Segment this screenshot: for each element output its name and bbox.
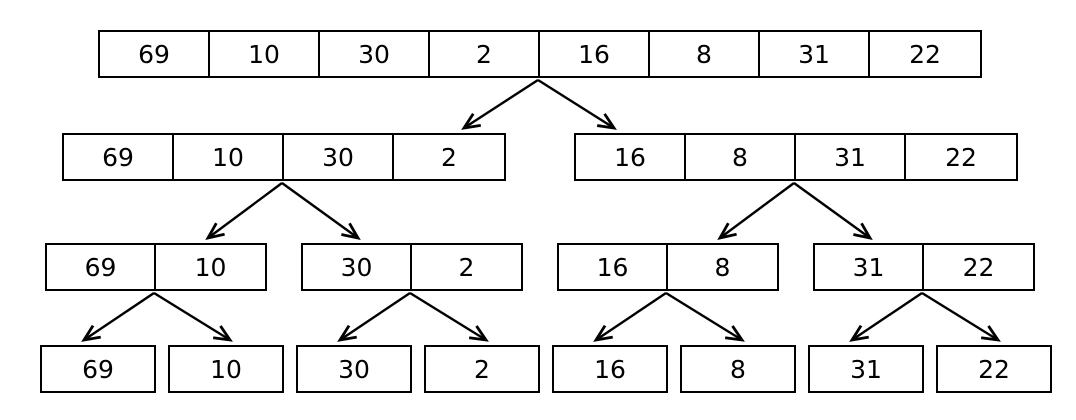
array-group: 8 (680, 345, 796, 393)
split-arrow-pair-3-to-single-7 (921, 291, 1001, 342)
array-cell: 31 (796, 135, 906, 179)
array-cell: 30 (298, 347, 410, 391)
split-arrow-pair-0-to-single-1 (153, 291, 233, 342)
split-arrow-right-half-to-pair-2 (717, 182, 795, 241)
split-arrow-left-half-to-pair-0 (205, 182, 283, 241)
array-group: 10 (168, 345, 284, 393)
array-cell: 22 (870, 32, 980, 76)
array-cell: 22 (938, 347, 1050, 391)
split-arrow-level0-to-left-half (461, 78, 539, 130)
split-arrow-pair-0-to-single-0 (81, 292, 155, 342)
array-cell: 69 (100, 32, 210, 76)
array-group: 69 (40, 345, 156, 393)
array-group: 16 (552, 345, 668, 393)
array-cell: 10 (174, 135, 284, 179)
split-arrow-level0-to-right-half (537, 78, 617, 130)
array-cell: 8 (650, 32, 760, 76)
array-cell: 16 (540, 32, 650, 76)
array-cell: 30 (303, 245, 412, 289)
array-cell: 22 (906, 135, 1016, 179)
array-cell: 31 (760, 32, 870, 76)
array-cell: 16 (576, 135, 686, 179)
split-arrow-pair-2-to-single-4 (593, 292, 667, 342)
split-arrow-left-half-to-pair-1 (281, 182, 361, 241)
array-group: 2 (424, 345, 540, 393)
array-cell: 2 (394, 135, 504, 179)
array-cell: 8 (682, 347, 794, 391)
split-arrow-pair-1-to-single-2 (337, 292, 411, 342)
array-cell: 2 (430, 32, 540, 76)
array-cell: 8 (686, 135, 796, 179)
array-cell: 22 (924, 245, 1033, 289)
split-arrow-pair-2-to-single-5 (665, 291, 745, 342)
array-cell: 30 (320, 32, 430, 76)
array-cell: 69 (47, 245, 156, 289)
array-cell: 30 (284, 135, 394, 179)
array-group: 22 (936, 345, 1052, 393)
array-group: 31 (808, 345, 924, 393)
array-cell: 10 (170, 347, 282, 391)
split-arrow-right-half-to-pair-3 (793, 182, 873, 241)
array-cell: 31 (815, 245, 924, 289)
array-cell: 69 (64, 135, 174, 179)
array-cell: 69 (42, 347, 154, 391)
split-arrow-pair-3-to-single-6 (849, 292, 923, 342)
array-cell: 16 (559, 245, 668, 289)
array-cell: 2 (426, 347, 538, 391)
array-group: 30 (296, 345, 412, 393)
array-cell: 2 (412, 245, 521, 289)
array-cell: 10 (210, 32, 320, 76)
split-arrow-pair-1-to-single-3 (409, 291, 489, 342)
array-cell: 16 (554, 347, 666, 391)
array-cell: 10 (156, 245, 265, 289)
array-cell: 31 (810, 347, 922, 391)
array-cell: 8 (668, 245, 777, 289)
